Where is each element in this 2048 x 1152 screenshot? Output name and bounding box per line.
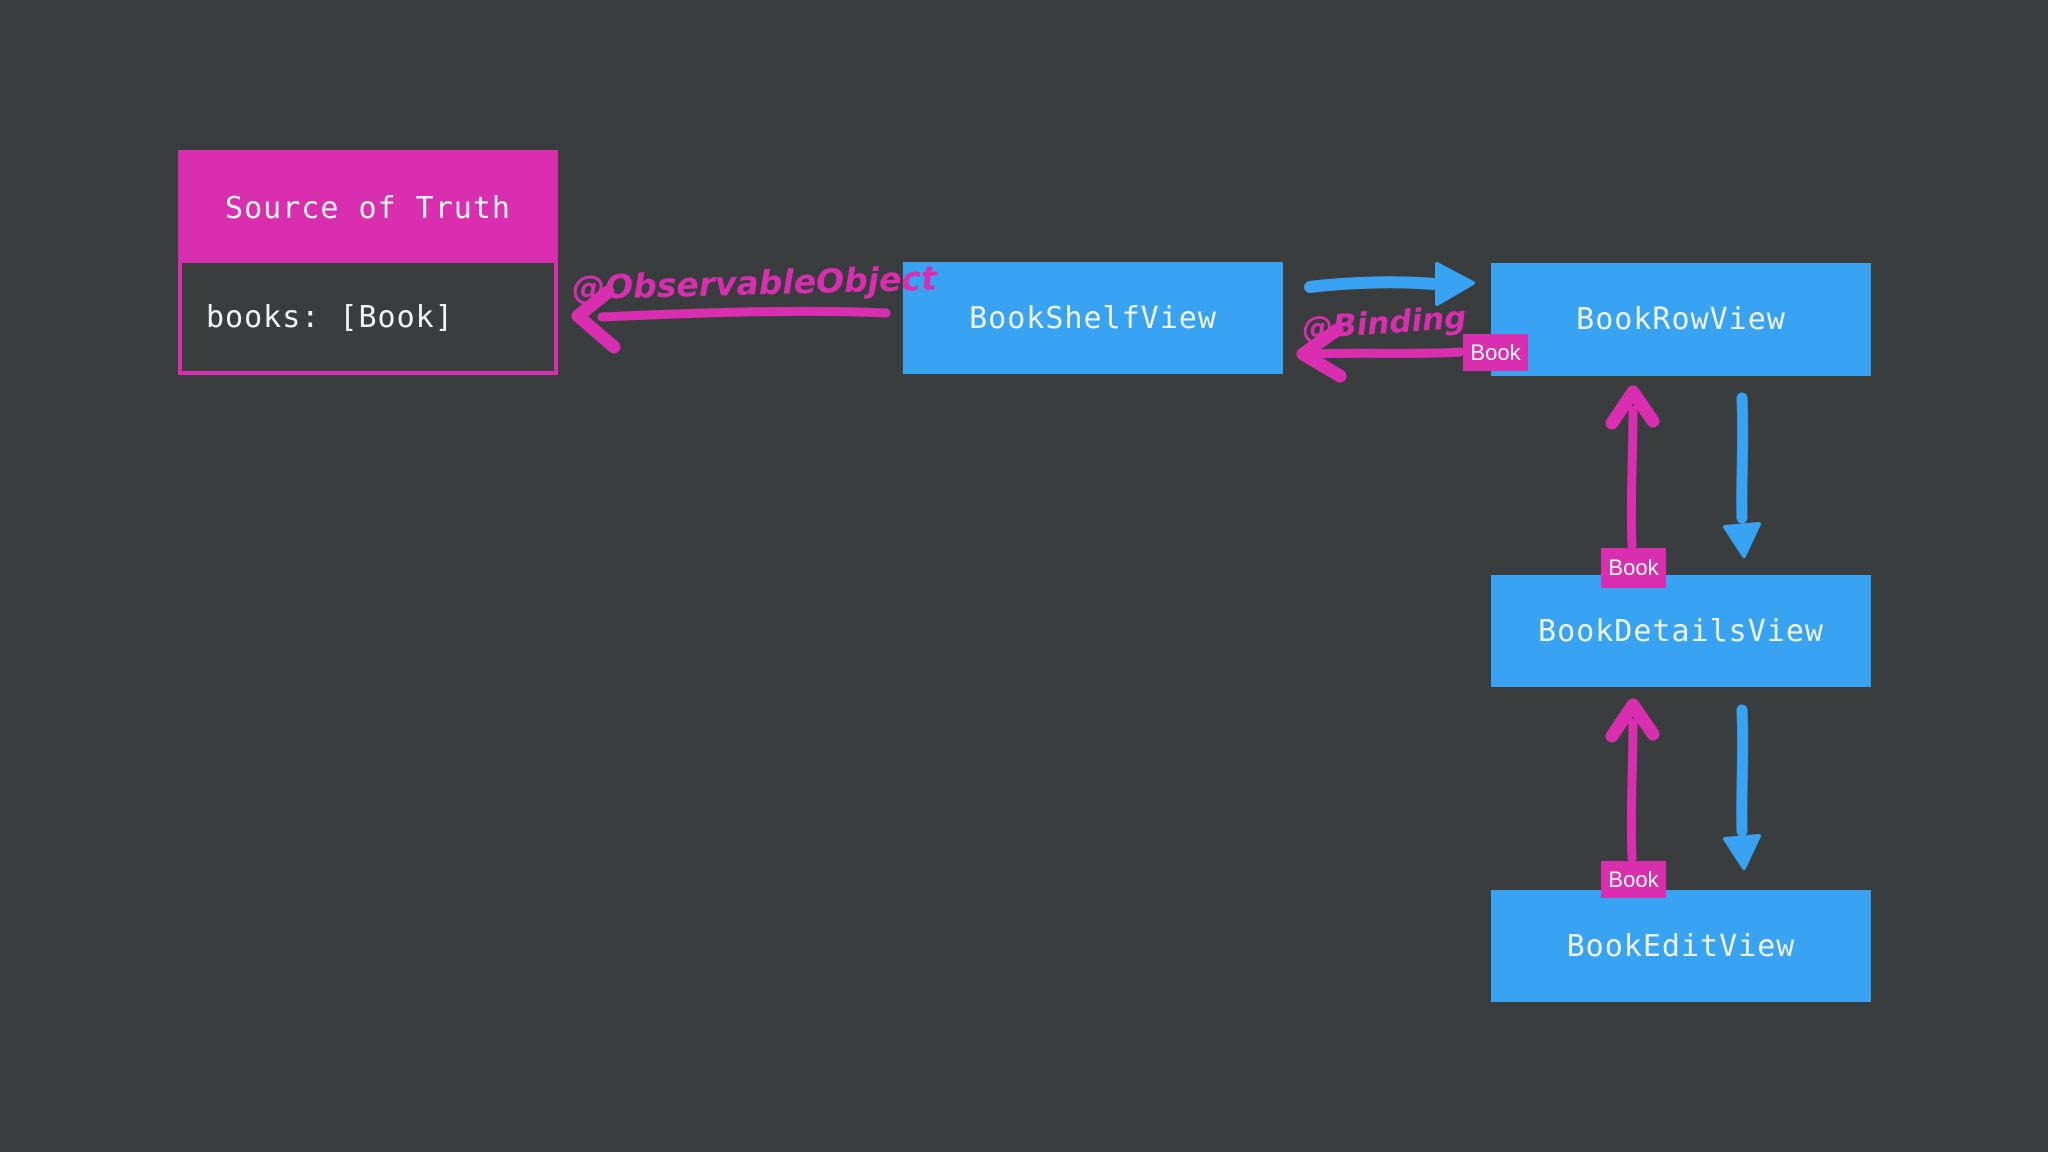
bookrowview-label: BookRowView <box>1576 302 1786 337</box>
bookshelfview-label: BookShelfView <box>969 300 1217 336</box>
value-arrow-down-details-icon <box>1723 704 1761 870</box>
bookdetailsview-box: BookDetailsView <box>1491 575 1871 687</box>
source-of-truth-property: books: [Book] <box>206 299 454 335</box>
book-arrow-up-details-icon <box>1605 698 1660 863</box>
source-of-truth-header: Source of Truth <box>182 154 554 263</box>
book-badge-binding: Book <box>1463 334 1528 371</box>
source-of-truth-box: Source of Truth books: [Book] <box>178 150 558 375</box>
book-badge-edit: Book <box>1601 861 1666 898</box>
observableobject-annotation: @ObservableObject <box>571 258 938 308</box>
book-badge-edit-label: Book <box>1608 866 1659 892</box>
bookeditview-box: BookEditView <box>1491 890 1871 1002</box>
book-badge-details: Book <box>1601 548 1666 588</box>
book-badge-binding-label: Book <box>1470 339 1521 365</box>
source-of-truth-title: Source of Truth <box>225 191 511 226</box>
bookshelfview-box: BookShelfView <box>903 262 1283 374</box>
render-arrow-right-icon <box>1304 262 1475 306</box>
source-of-truth-body: books: [Book] <box>182 263 554 371</box>
book-arrow-up-row-icon <box>1605 385 1660 551</box>
bookrowview-box: BookRowView <box>1491 263 1871 376</box>
bookeditview-label: BookEditView <box>1566 928 1796 964</box>
binding-annotation: @Binding <box>1300 299 1468 348</box>
book-badge-details-label: Book <box>1608 555 1659 580</box>
bookdetailsview-label: BookDetailsView <box>1538 613 1824 649</box>
value-arrow-down-row-icon <box>1723 392 1761 558</box>
